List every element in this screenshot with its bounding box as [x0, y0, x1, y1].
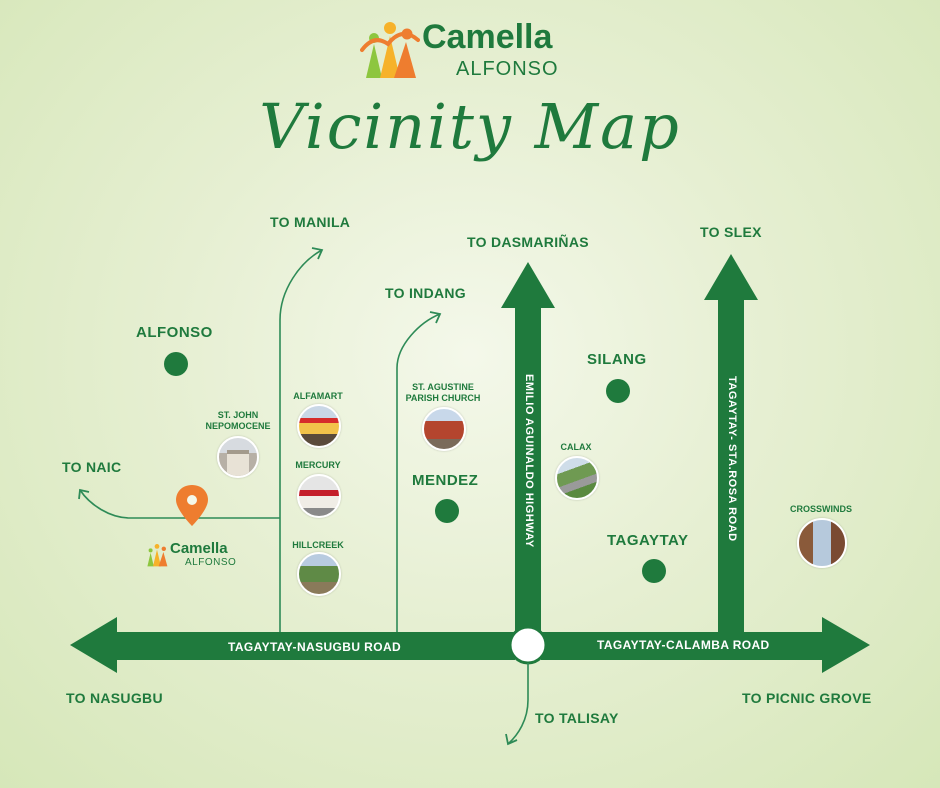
- label-to-picnic-grove: TO PICNIC GROVE: [742, 690, 872, 706]
- camella-logo-icon: [360, 22, 420, 78]
- landmark-calax-label: CALAX: [560, 442, 592, 452]
- landmark-st-agustine-photo: [422, 407, 466, 451]
- label-to-indang: TO INDANG: [385, 285, 466, 301]
- landmark-st-john-line1: ST. JOHN: [217, 410, 259, 420]
- landmark-st-agustine-line2: PARISH CHURCH: [405, 393, 481, 403]
- landmark-mercury-label: MERCURY: [295, 460, 341, 470]
- landmark-mercury-photo: [297, 474, 341, 518]
- town-alfonso: ALFONSO: [136, 324, 213, 341]
- site-logo-name: Camella: [170, 540, 228, 557]
- town-tagaytay: TAGAYTAY: [607, 532, 689, 549]
- junction-roundabout: [508, 625, 548, 665]
- landmark-alfamart-label: ALFAMART: [293, 391, 343, 401]
- arrow-talisay: [505, 733, 518, 746]
- map-title: Vicinity Map: [259, 90, 681, 163]
- landmark-st-john-photo: [217, 436, 259, 478]
- landmark-hillcreek-photo: [297, 552, 341, 596]
- road-to-manila: [279, 249, 323, 632]
- tagaytay-starosa-road-shape: [704, 254, 758, 632]
- tagaytay-nasugbu-road-shape: [70, 617, 515, 673]
- road-to-talisay: [507, 663, 529, 745]
- town-mendez: MENDEZ: [412, 472, 479, 489]
- landmark-crosswinds-label: CROSSWINDS: [789, 504, 852, 514]
- brand-name: Camella: [422, 18, 553, 56]
- landmark-crosswinds-photo: [797, 518, 847, 568]
- site-logo: Camella ALFONSO: [145, 538, 255, 570]
- arrow-naic: [78, 488, 90, 500]
- town-silang-marker: [606, 379, 630, 403]
- landmark-st-agustine-label: ST. AGUSTINE PARISH CHURCH: [398, 382, 488, 404]
- brand-logo: Camella ALFONSO: [360, 14, 580, 80]
- landmark-st-john-line2: NEPOMOCENE: [205, 421, 271, 431]
- road-label-nasugbu: TAGAYTAY-NASUGBU ROAD: [228, 640, 402, 654]
- label-to-slex: TO SLEX: [700, 224, 762, 240]
- road-label-starosa: TAGAYTAY- STA.ROSA ROAD: [726, 376, 738, 542]
- town-silang: SILANG: [587, 351, 647, 368]
- label-to-dasmarinas: TO DASMARIÑAS: [467, 234, 589, 250]
- landmark-calax-photo: [555, 456, 599, 500]
- landmark-hillcreek-label: HILLCREEK: [292, 540, 344, 550]
- town-mendez-marker: [435, 499, 459, 523]
- road-label-calamba: TAGAYTAY-CALAMBA ROAD: [597, 638, 770, 652]
- emilio-aguinaldo-highway-shape: [501, 262, 555, 632]
- landmark-st-john-label: ST. JOHN NEPOMOCENE: [203, 410, 273, 432]
- label-to-talisay: TO TALISAY: [535, 710, 619, 726]
- camella-logo-icon: [147, 544, 168, 567]
- arrow-indang: [429, 311, 442, 324]
- road-to-naic: [79, 489, 280, 519]
- road-to-indang: [396, 313, 441, 632]
- tagaytay-calamba-road-shape: [541, 617, 870, 673]
- town-alfonso-marker: [164, 352, 188, 376]
- landmark-st-agustine-line1: ST. AGUSTINE: [412, 382, 474, 392]
- label-to-naic: TO NAIC: [62, 459, 122, 475]
- road-label-emilio: EMILIO AGUINALDO HIGHWAY: [523, 374, 535, 548]
- town-tagaytay-marker: [642, 559, 666, 583]
- arrow-manila: [311, 247, 324, 260]
- label-to-manila: TO MANILA: [270, 214, 351, 230]
- brand-sub: ALFONSO: [456, 58, 559, 80]
- site-logo-sub: ALFONSO: [185, 557, 237, 568]
- landmark-alfamart-photo: [297, 404, 341, 448]
- label-to-nasugbu: TO NASUGBU: [66, 690, 163, 706]
